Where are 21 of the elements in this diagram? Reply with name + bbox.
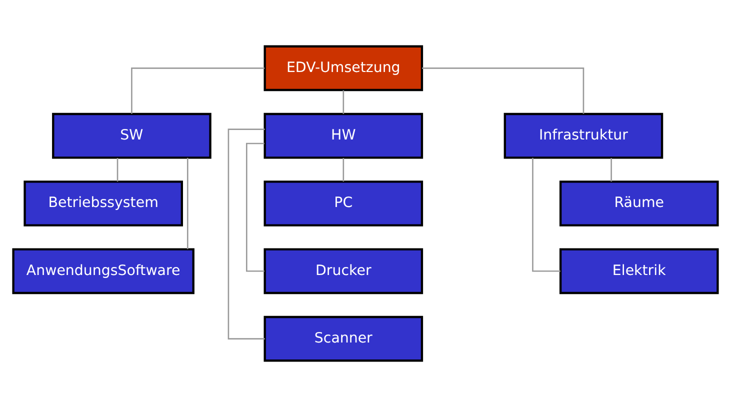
node-box: HW (264, 112, 424, 159)
node-box: Betriebssystem (24, 180, 183, 226)
connector (246, 142, 264, 272)
connector (116, 158, 118, 182)
node-box: Räume (559, 180, 719, 226)
node-box: Scanner (264, 316, 424, 362)
connector (131, 68, 265, 114)
connector (532, 158, 560, 272)
node-box: PC (264, 180, 424, 226)
node-box: EDV-Umsetzung (264, 45, 424, 92)
connector (342, 90, 344, 114)
connector (422, 68, 584, 114)
node-box: AnwendungsSoftware (12, 248, 194, 294)
node-box: Drucker (264, 248, 424, 294)
node-box: Infrastruktur (504, 112, 664, 159)
node-box: Elektrik (559, 248, 719, 294)
connector (186, 158, 188, 250)
connector (228, 128, 265, 340)
connector (342, 158, 344, 182)
connector (610, 158, 612, 182)
node-box: SW (52, 112, 212, 159)
